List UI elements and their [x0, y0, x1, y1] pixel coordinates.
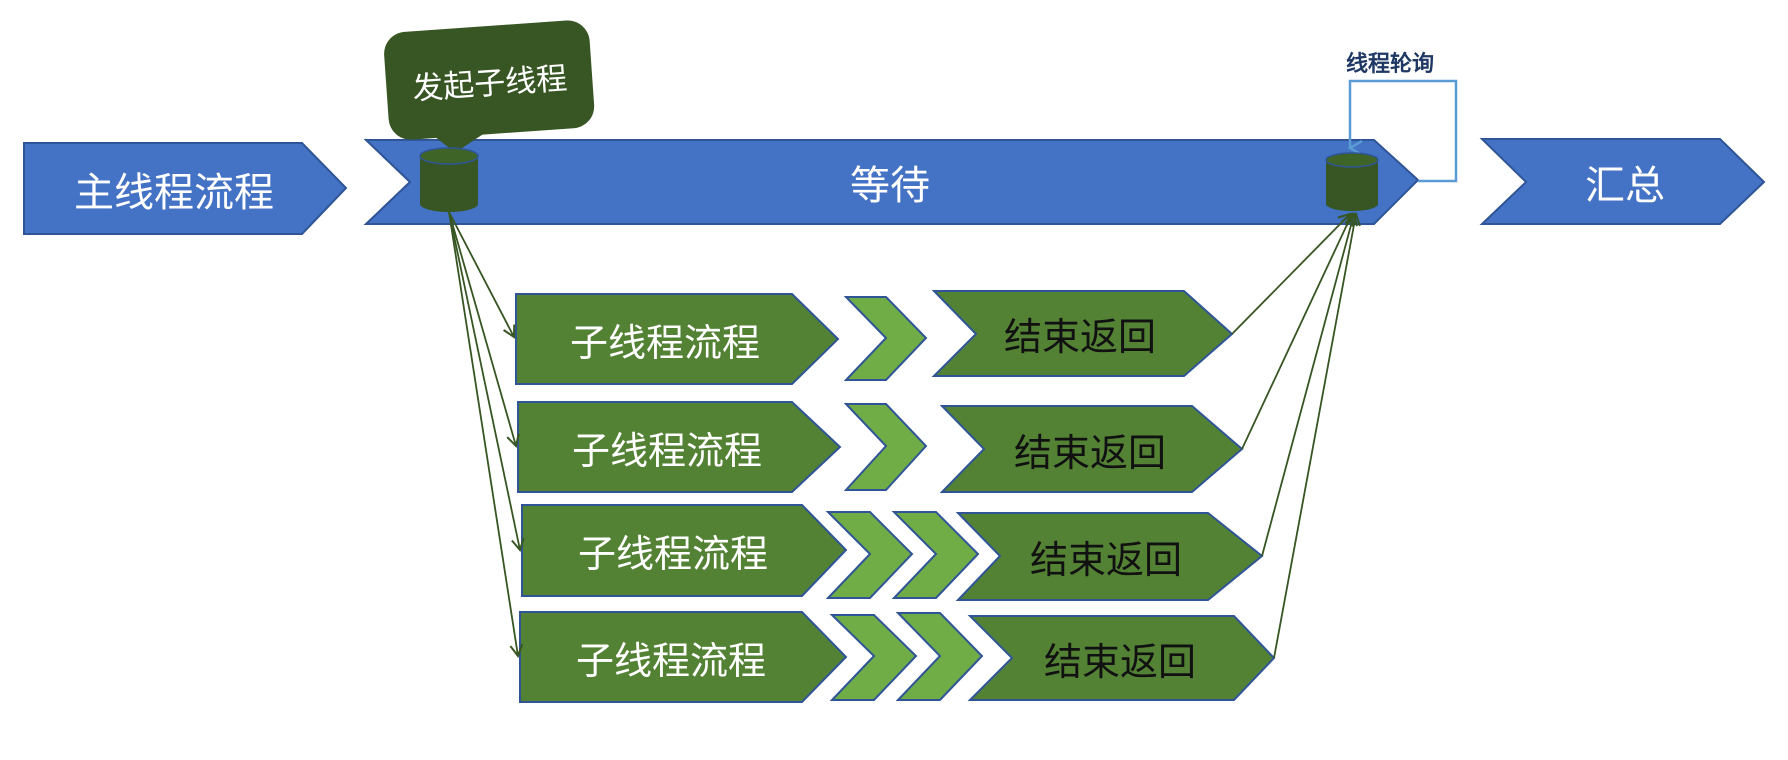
summary-label: 汇总	[1585, 162, 1665, 209]
spawn-callout-bubble	[384, 20, 595, 153]
summary-shape	[1479, 138, 1766, 225]
poll-loop-arrow	[1350, 79, 1458, 183]
sub-thread-1-return-label: 结束返回	[1003, 315, 1156, 359]
sub-thread-1-process-label: 子线程流程	[569, 320, 760, 365]
sub-thread-3-chevron-2	[891, 511, 980, 599]
sub-thread-2-process-label: 子线程流程	[571, 428, 762, 473]
sub-thread-1-return-shape	[931, 290, 1234, 377]
sub-thread-3-process-shape	[521, 504, 848, 597]
poll-label: 线程轮询	[1346, 52, 1435, 77]
join-arrows	[1231, 214, 1356, 659]
sub-thread-1-process-shape	[515, 293, 840, 385]
sub-thread-4-chevron-2	[895, 612, 984, 701]
sub-thread-2-process-shape	[517, 401, 842, 493]
wait-bar-shape	[363, 139, 1420, 225]
sub-thread-3-process-label: 子线程流程	[577, 532, 768, 576]
sub-thread-2-chevron-1	[843, 403, 928, 491]
sub-thread-3-return-shape	[955, 512, 1264, 601]
join-node-cylinder-icon	[1325, 152, 1379, 211]
sub-thread-3-chevron-1	[825, 511, 914, 599]
sub-thread-2-return-shape	[939, 405, 1244, 493]
fork-arrows	[448, 211, 520, 656]
sub-thread-1-chevron-1	[843, 296, 928, 381]
sub-thread-4-process-label: 子线程流程	[575, 638, 766, 683]
sub-thread-4-process-shape	[519, 611, 848, 703]
sub-thread-3-return-label: 结束返回	[1029, 538, 1182, 582]
sub-thread-2-return-label: 结束返回	[1013, 430, 1166, 475]
main-thread-start-label: 主线程流程	[74, 169, 274, 216]
spawn-node-cylinder-icon	[419, 147, 479, 212]
sub-thread-4-chevron-1	[829, 614, 918, 701]
wait-label: 等待	[850, 163, 930, 209]
sub-thread-4-return-label: 结束返回	[1043, 639, 1196, 684]
main-thread-start-shape	[23, 142, 348, 235]
sub-thread-4-return-shape	[967, 615, 1276, 701]
